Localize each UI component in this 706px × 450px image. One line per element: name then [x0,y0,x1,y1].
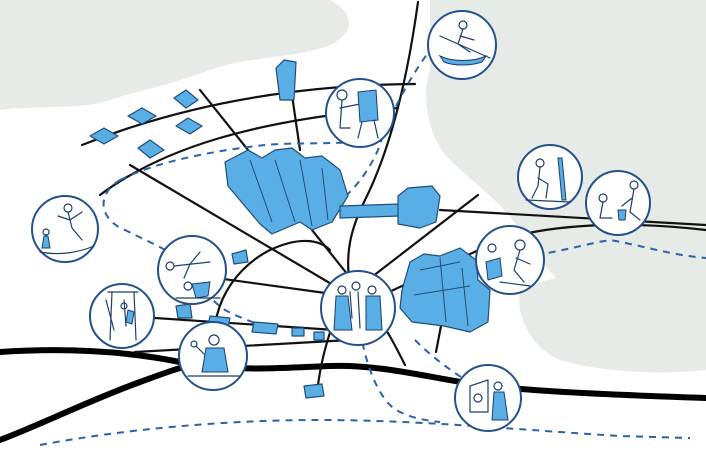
potter-icon [485,239,531,287]
main-building-north-body [224,147,349,235]
main-building-east-ridge-2 [413,285,471,296]
main-building-north-ridge-1 [249,159,273,223]
main-building-north-annex [397,185,441,229]
vignette-cooking [178,321,248,391]
building-nw-2 [127,107,157,125]
road-diagonal-w [128,163,352,297]
building-nw-4 [137,139,165,159]
building-west-b [175,303,193,319]
vignette-skating [31,195,99,263]
highway-main [0,347,706,401]
trail-north-arc [119,139,371,181]
building-nw-3 [173,89,199,109]
main-building-east [399,247,491,333]
main-building-east-ridge-3 [439,257,447,323]
vignette-pottery [475,225,545,295]
gardener-icon [598,180,641,221]
vignette-gardening [585,170,651,236]
main-building-east-ridge-1 [419,261,461,271]
vignette-yoga [157,235,227,305]
trail-south-center [359,329,441,423]
building-west-e [291,327,305,337]
highway-southwest [0,360,203,443]
painter-icon [336,89,379,139]
main-building-north-ridge-2 [274,159,296,223]
climbing-frame-icon [105,291,139,341]
main-building-north-ridge-3 [299,159,313,227]
vignette-painting [325,78,395,148]
vignette-climbing-frame [89,283,155,349]
road-east-mid [438,208,706,227]
choir-icon [333,281,383,331]
skater-icon [39,203,95,255]
building-west-f [313,331,325,341]
vignette-skiing [517,144,583,210]
building-south [303,383,325,399]
road-north [347,0,420,287]
road-north-stub [290,93,302,152]
building-nw-1 [89,127,119,145]
building-west-d [251,321,279,335]
main-building-north [224,147,441,235]
trail-south [39,418,691,446]
skier-icon [525,157,571,203]
vignette-choir [320,270,396,346]
vignette-baking [454,364,522,432]
building-north-tower [275,59,297,101]
yoga-icon [165,251,221,299]
main-building-north-ridge-4 [321,167,329,221]
baker-icon [469,379,509,421]
highways [0,347,706,443]
green-area-east [519,273,706,373]
cook-icon [187,334,241,377]
rowing-icon [438,20,491,66]
building-west-a [231,249,249,265]
main-building-east-ridge-4 [461,267,469,327]
main-building-north-wing [339,203,401,219]
green-area-northwest [0,0,349,110]
vignette-rowing [427,10,497,80]
building-nw-5 [175,117,203,135]
